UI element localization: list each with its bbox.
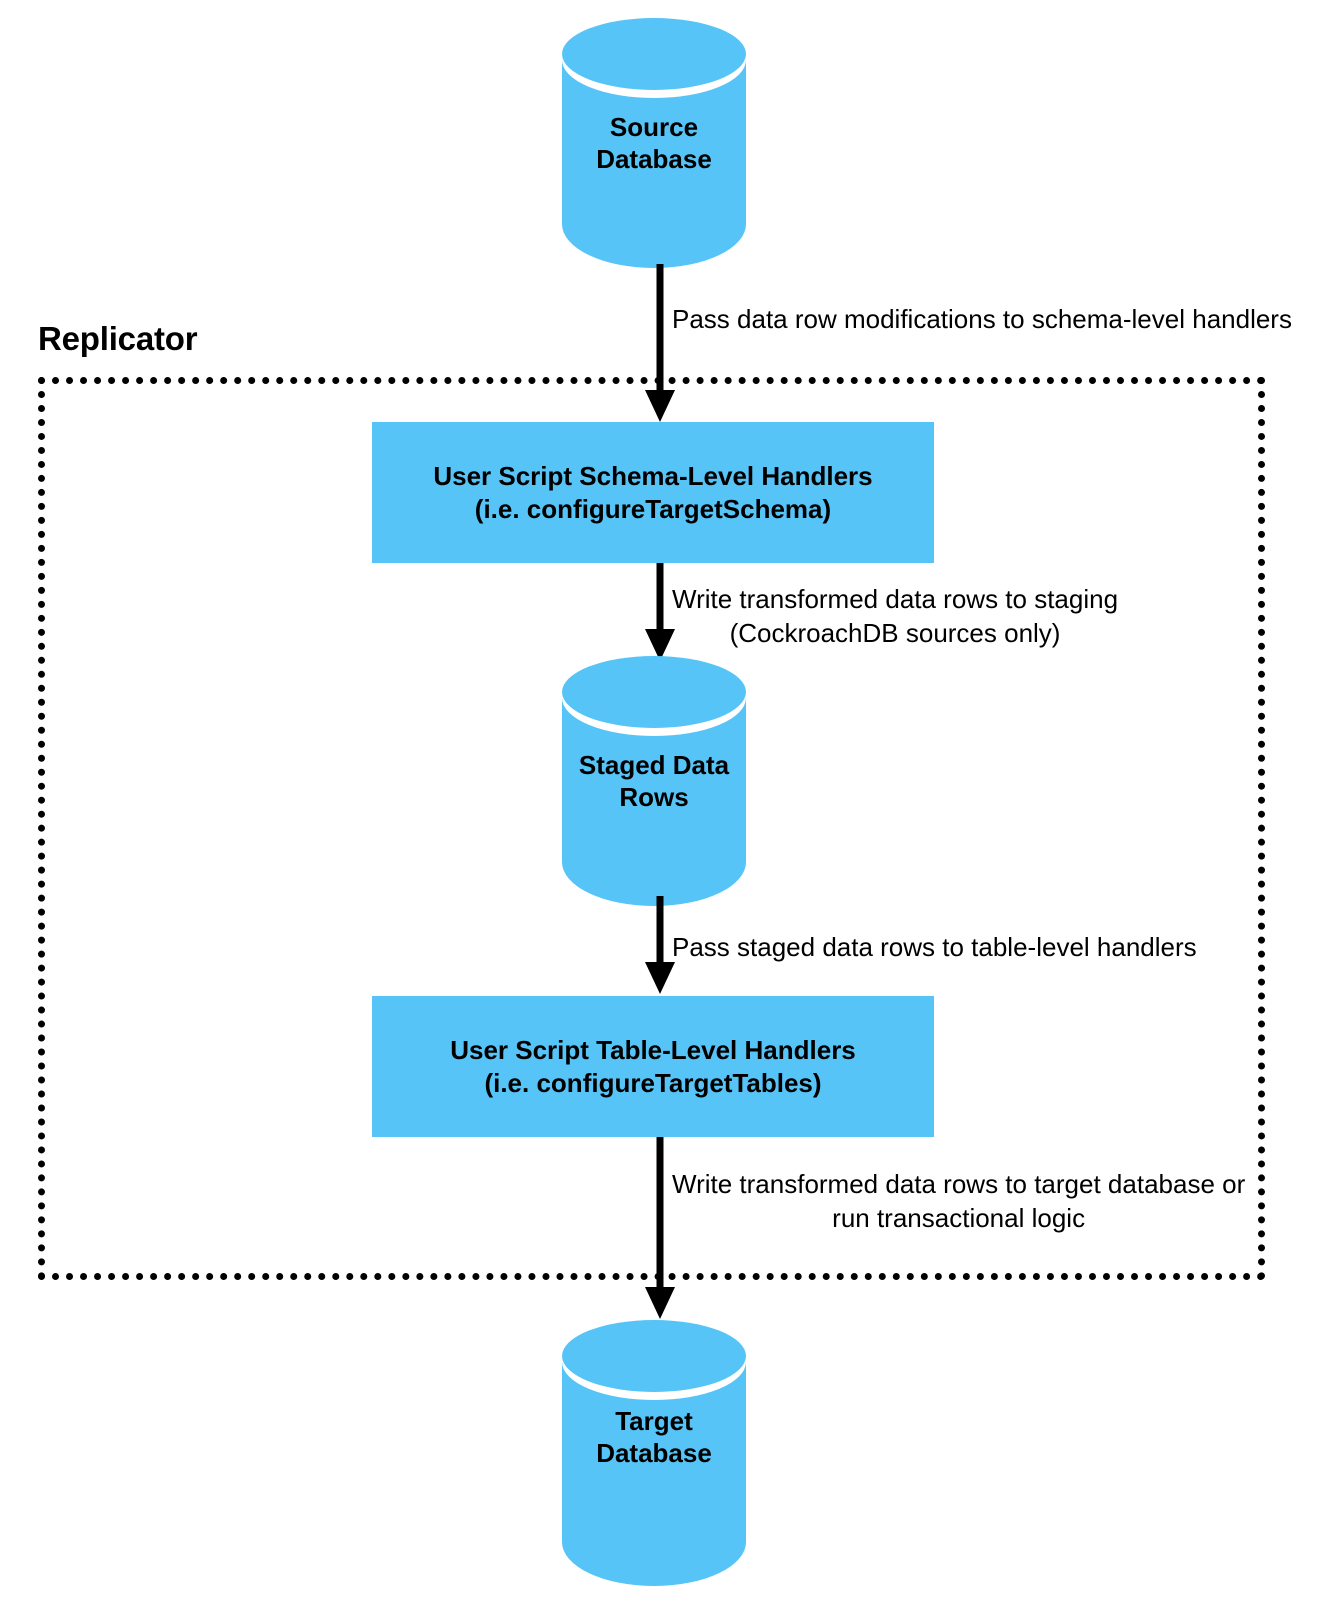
arrow-source-to-schema-handlers xyxy=(640,264,680,424)
node-table-level-handlers: User Script Table-Level Handlers (i.e. c… xyxy=(372,996,934,1137)
table-level-handlers-label-line2: (i.e. configureTargetTables) xyxy=(484,1067,822,1098)
edge-label-line1: Write transformed data rows to staging xyxy=(672,584,1119,614)
edge-label-source-to-schema-handlers: Pass data row modifications to schema-le… xyxy=(672,303,1292,337)
node-source-database: Source Database xyxy=(561,16,747,268)
node-schema-level-handlers: User Script Schema-Level Handlers (i.e. … xyxy=(372,422,934,563)
edge-label-line1: Pass staged data rows to table-level han… xyxy=(672,932,1197,962)
arrow-staged-rows-to-table-handlers xyxy=(640,896,680,996)
replicator-group-label: Replicator xyxy=(38,320,198,357)
node-target-database: Target Database xyxy=(561,1318,747,1586)
staged-data-rows-cylinder-shape xyxy=(562,656,746,906)
edge-label-line2: run transactional logic xyxy=(832,1202,1086,1233)
edge-label-line2: (CockroachDB sources only) xyxy=(729,617,1061,648)
arrow-table-handlers-to-target-database xyxy=(640,1137,680,1321)
edge-label-table-handlers-to-target-database: Write transformed data rows to target da… xyxy=(672,1168,1245,1236)
arrow-schema-handlers-to-staged-rows xyxy=(640,563,680,663)
edge-label-schema-handlers-to-staged-rows: Write transformed data rows to staging (… xyxy=(672,583,1118,651)
edge-label-staged-rows-to-table-handlers: Pass staged data rows to table-level han… xyxy=(672,931,1197,965)
edge-label-line1: Write transformed data rows to target da… xyxy=(672,1169,1246,1199)
schema-level-handlers-label-line2: (i.e. configureTargetSchema) xyxy=(474,493,832,524)
schema-level-handlers-label: User Script Schema-Level Handlers (i.e. … xyxy=(433,460,872,526)
table-level-handlers-label-line1: User Script Table-Level Handlers xyxy=(450,1034,856,1065)
schema-level-handlers-label-line1: User Script Schema-Level Handlers xyxy=(433,460,873,491)
edge-label-line1: Pass data row modifications to schema-le… xyxy=(672,304,1292,334)
node-staged-data-rows: Staged Data Rows xyxy=(561,654,747,906)
table-level-handlers-label: User Script Table-Level Handlers (i.e. c… xyxy=(450,1034,856,1100)
replicator-group-boundary xyxy=(38,377,1265,1280)
source-database-cylinder-shape xyxy=(562,18,746,268)
target-database-cylinder-shape xyxy=(562,1320,746,1586)
